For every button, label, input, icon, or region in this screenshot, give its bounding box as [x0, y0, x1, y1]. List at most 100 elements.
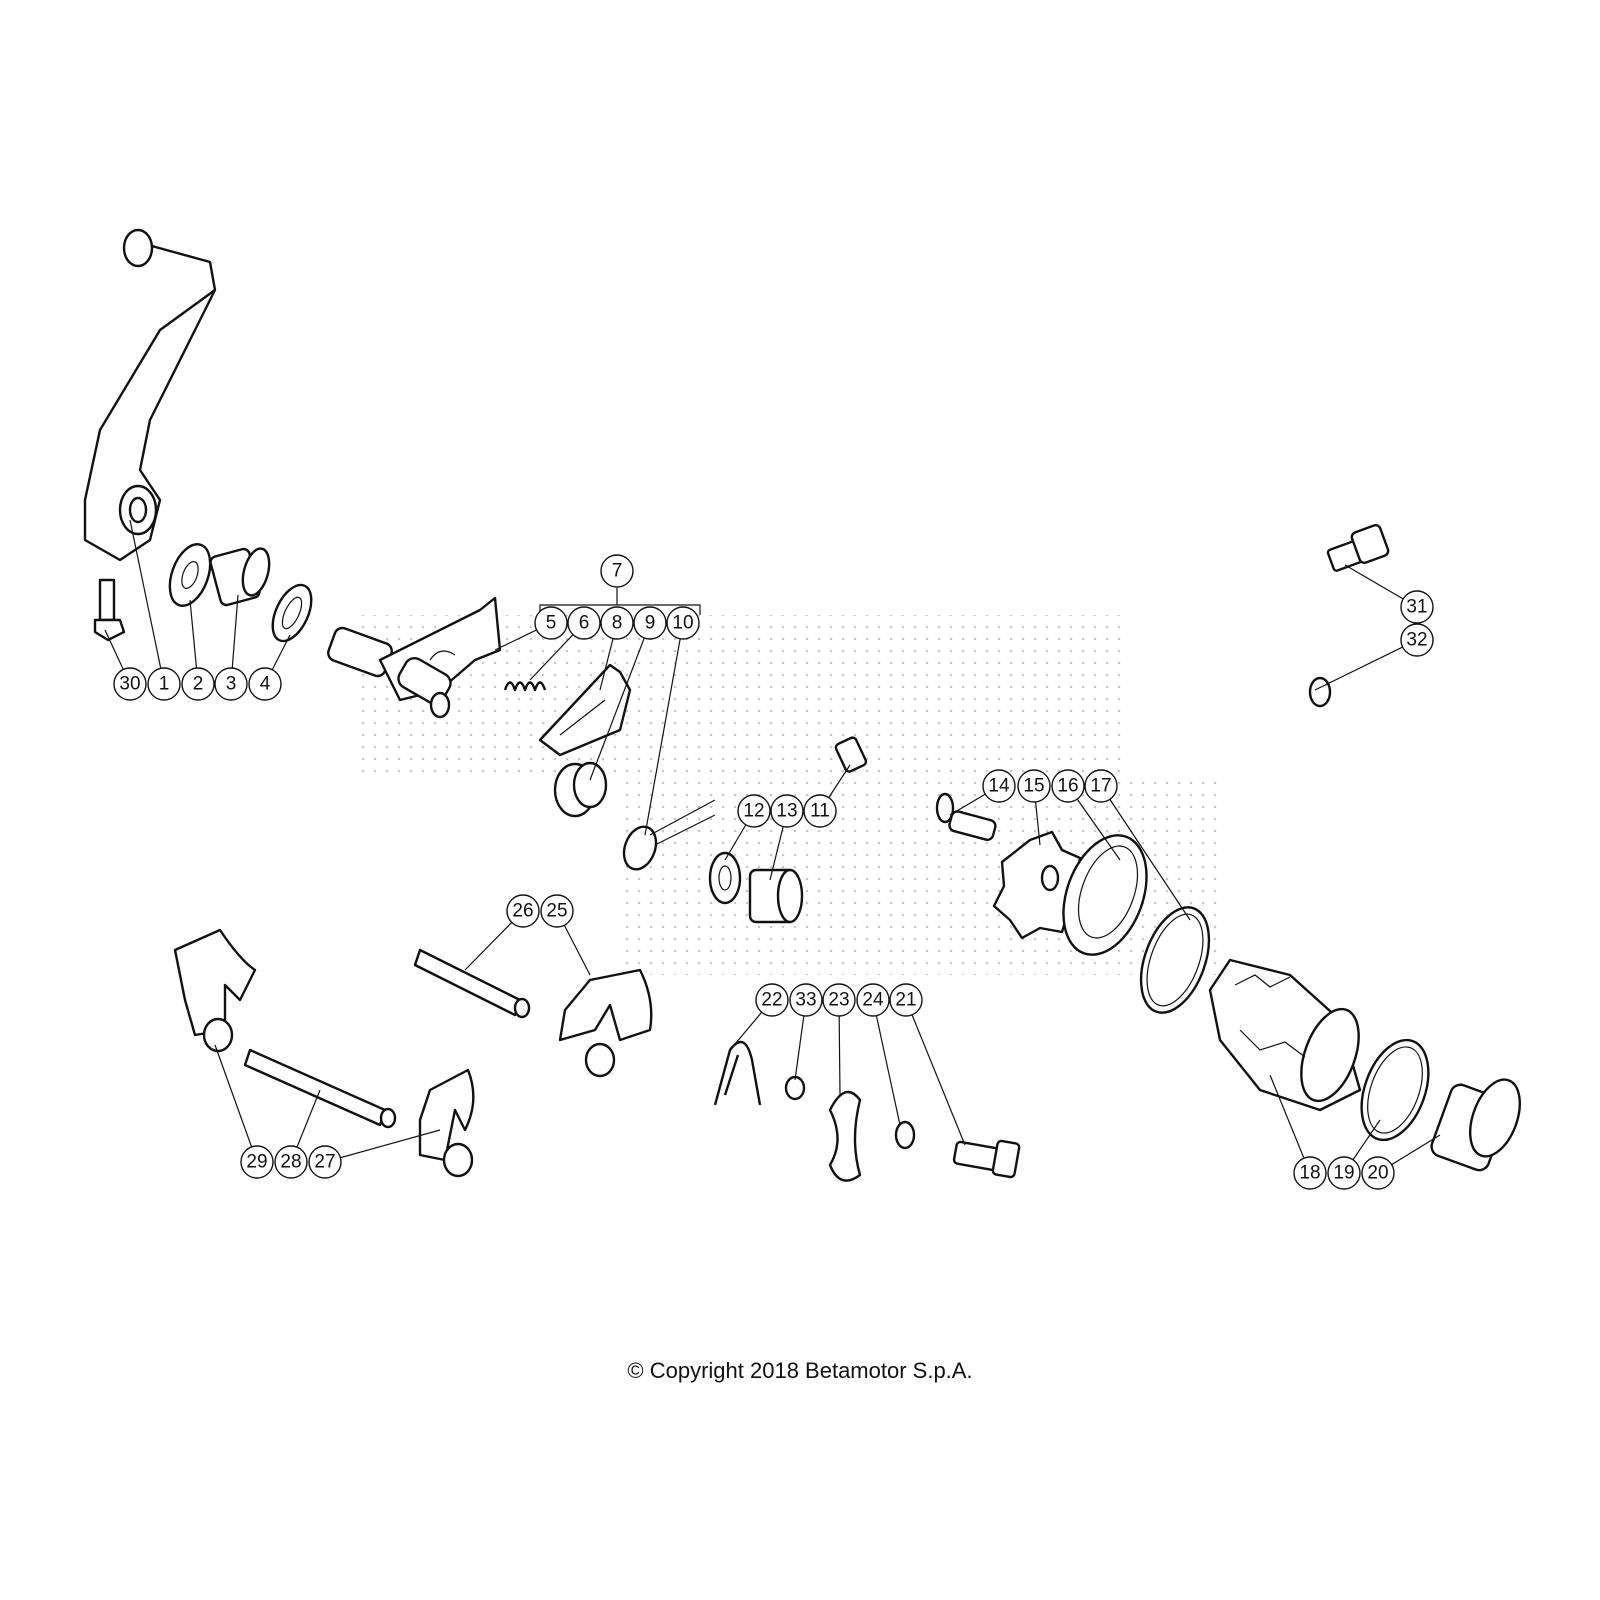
callout-number: 22: [761, 990, 782, 1011]
shift-shaft: [327, 596, 502, 719]
callout-circle: [600, 606, 634, 640]
leader-line: [872, 999, 901, 1126]
callout-1: 1: [147, 667, 181, 701]
leader-line: [905, 999, 966, 1146]
callout-circle: [1293, 1156, 1327, 1190]
leader-line: [1269, 1074, 1311, 1174]
leader-line: [214, 1044, 258, 1163]
callout-circle: [240, 1145, 274, 1179]
callout-number: 8: [612, 613, 623, 634]
shift-fork: [173, 928, 257, 1053]
washer: [894, 1120, 916, 1150]
spring: [503, 681, 547, 692]
callout-25: 25: [540, 894, 574, 928]
sealing-washer: [1308, 676, 1332, 708]
shift-fork: [558, 968, 653, 1078]
callout-22: 22: [755, 983, 789, 1017]
callout-27: 27: [308, 1145, 342, 1179]
callout-17: 17: [1084, 769, 1118, 803]
oil-seal: [1062, 834, 1148, 956]
callout-number: 10: [672, 613, 693, 634]
callout-number: 2: [193, 674, 204, 695]
callout-circle: [755, 983, 789, 1017]
needle-bearing: [1430, 1078, 1521, 1172]
bolt: [834, 736, 868, 773]
callout-20: 20: [1361, 1156, 1395, 1190]
callout-number: 5: [546, 613, 557, 634]
gear-lever: [83, 228, 217, 562]
shim-ring: [1139, 906, 1211, 1014]
callout-number: 33: [795, 990, 816, 1011]
callout-circle: [181, 667, 215, 701]
callout-number: 21: [895, 990, 916, 1011]
callout-7: 7: [600, 554, 634, 588]
washer: [168, 543, 212, 607]
callout-number: 1: [159, 674, 170, 695]
callout-number: 16: [1057, 776, 1078, 797]
callout-circle: [822, 983, 856, 1017]
callout-circle: [1361, 1156, 1395, 1190]
callout-3: 3: [214, 667, 248, 701]
callout-21: 21: [889, 983, 923, 1017]
fork-shaft: [243, 1048, 397, 1129]
callout-26: 26: [506, 894, 540, 928]
callout-number: 25: [546, 901, 567, 922]
bushing: [209, 547, 271, 607]
callout-number: 15: [1023, 776, 1044, 797]
callout-28: 28: [274, 1145, 308, 1179]
callout-number: 3: [226, 674, 237, 695]
callout-circle: [1084, 769, 1118, 803]
callout-19: 19: [1327, 1156, 1361, 1190]
callout-circle: [633, 606, 667, 640]
washer: [708, 851, 742, 905]
leader-line: [1100, 785, 1191, 921]
callout-circle: [1327, 1156, 1361, 1190]
leader-line: [644, 622, 684, 836]
selector-arm: [828, 1090, 862, 1182]
hairpin-spring: [622, 799, 716, 871]
fork-shaft: [413, 948, 531, 1019]
callout-13: 13: [770, 794, 804, 828]
seal-ring: [271, 583, 313, 643]
callout-5: 5: [534, 606, 568, 640]
callout-24: 24: [856, 983, 890, 1017]
shim-ring: [1360, 1038, 1430, 1142]
screw: [935, 792, 997, 841]
callout-circle: [889, 983, 923, 1017]
callout-number: 19: [1333, 1163, 1354, 1184]
callout-number: 13: [776, 801, 797, 822]
bolt: [952, 1139, 1021, 1179]
callout-23: 23: [822, 983, 856, 1017]
callout-circle: [567, 606, 601, 640]
callout-8: 8: [600, 606, 634, 640]
callout-number: 23: [828, 990, 849, 1011]
callout-16: 16: [1051, 769, 1085, 803]
callout-circle: [506, 894, 540, 928]
callout-circle: [214, 667, 248, 701]
nut: [784, 1075, 806, 1101]
callout-number: 6: [579, 613, 590, 634]
callout-2: 2: [181, 667, 215, 701]
callout-4: 4: [248, 667, 282, 701]
callout-circle: [1051, 769, 1085, 803]
torsion-spring: [713, 1040, 762, 1106]
callout-number: 9: [645, 613, 656, 634]
callout-6: 6: [567, 606, 601, 640]
callout-circle: [274, 1145, 308, 1179]
callout-circle: [534, 606, 568, 640]
callout-number: 20: [1367, 1163, 1388, 1184]
ratchet-plate: [538, 663, 632, 757]
callout-number: 18: [1299, 1163, 1320, 1184]
leader-line: [129, 519, 165, 685]
callout-number: 26: [512, 901, 533, 922]
callout-32: 32: [1400, 623, 1434, 657]
callout-12: 12: [737, 794, 771, 828]
copyright-notice: © Copyright 2018 Betamotor S.p.A.: [627, 1358, 973, 1383]
callout-circle: [803, 794, 837, 828]
bushing: [553, 761, 608, 818]
callout-30: 30: [113, 667, 147, 701]
bracket-line: [539, 588, 701, 615]
plug-bolt: [1326, 524, 1390, 572]
